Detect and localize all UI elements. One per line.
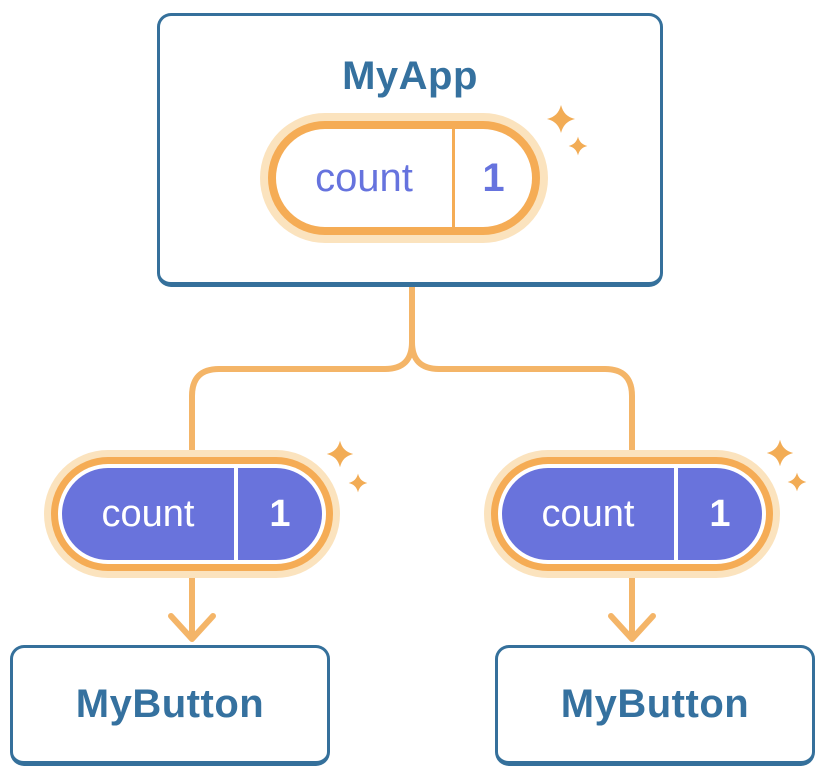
prop-pill-left-outline: count 1 (58, 464, 326, 564)
state-pill-label: count (315, 155, 413, 200)
sparkle-icon (348, 473, 368, 493)
prop-pill-right: count 1 (484, 450, 780, 578)
state-pill-value: 1 (452, 129, 532, 227)
prop-pill-right-body: count 1 (502, 468, 762, 560)
prop-pill-right-outline: count 1 (498, 464, 766, 564)
connector-branch-left (189, 281, 415, 465)
sparkle-icon (326, 440, 354, 468)
prop-pill-left-body: count 1 (62, 468, 322, 560)
mybutton-card-left: MyButton (10, 645, 330, 766)
prop-pill-left-value: 1 (234, 468, 322, 560)
prop-pill-left-label: count (101, 492, 195, 535)
mybutton-card-left-title: MyButton (75, 682, 265, 726)
prop-pill-right-ring: count 1 (491, 457, 773, 571)
mybutton-card-right: MyButton (495, 645, 815, 766)
myapp-card-title: MyApp (342, 54, 478, 98)
left-arrow-head (168, 613, 216, 642)
prop-pill-left-ring: count 1 (51, 457, 333, 571)
connector-branch-right (409, 281, 635, 465)
state-pill-ring: count 1 (268, 121, 540, 235)
right-arrow-head (608, 613, 656, 642)
prop-pill-right-label: count (541, 492, 635, 535)
prop-pill-right-value: 1 (674, 468, 762, 560)
state-pill-body: count 1 (276, 129, 532, 227)
sparkle-icon (766, 439, 794, 467)
state-pill: count 1 (260, 113, 548, 243)
prop-pill-left: count 1 (44, 450, 340, 578)
sparkle-icon (787, 472, 807, 492)
myapp-card: MyApp count 1 (157, 13, 663, 287)
mybutton-card-right-title: MyButton (560, 682, 750, 726)
